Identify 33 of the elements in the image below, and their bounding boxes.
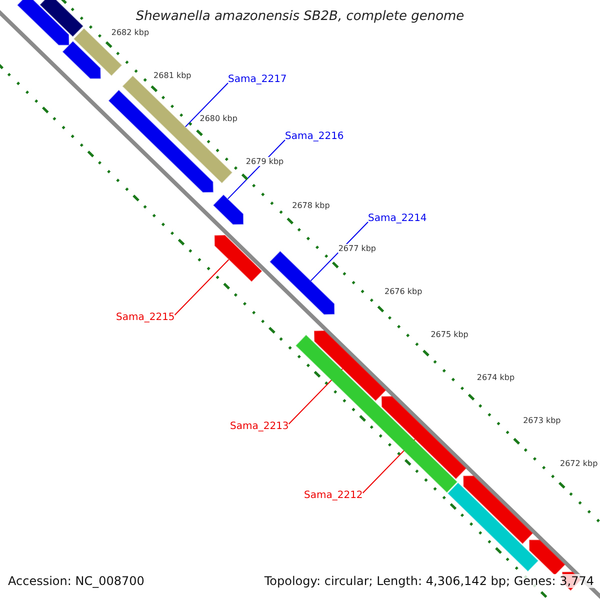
- gene-label: Sama_2216: [285, 131, 344, 142]
- gene-label: Sama_2215: [116, 312, 175, 323]
- gene-feature: [270, 251, 335, 315]
- scale-label: 2682 kbp: [111, 28, 150, 37]
- scale-label: 2676 kbp: [384, 286, 422, 296]
- feature-bar: [448, 482, 538, 572]
- gene-feature: [381, 396, 466, 480]
- scale-label: 2681 kbp: [154, 71, 192, 80]
- gene-label: Sama_2217: [228, 74, 287, 85]
- gene-feature: [314, 330, 386, 401]
- feature-bar: [40, 0, 84, 37]
- gene-label: Sama_2212: [304, 490, 363, 501]
- leader-line: [227, 140, 286, 200]
- gene-feature: [214, 235, 262, 282]
- gene-feature: [17, 0, 70, 46]
- scale-label: 2677 kbp: [338, 244, 376, 253]
- accession-label: Accession: NC_008700: [6, 574, 146, 588]
- gene-label: Sama_2214: [368, 213, 427, 224]
- genome-info-label: Topology: circular; Length: 4,306,142 bp; Genes: 3,774: [262, 574, 596, 588]
- gene-feature: [463, 476, 533, 544]
- gene-label: Sama_2213: [230, 421, 289, 432]
- gene-feature: [62, 41, 101, 79]
- map-title: Shewanella amazonensis SB2B, complete genome: [134, 9, 466, 24]
- scale-label: 2674 kbp: [476, 373, 515, 382]
- scale-label: 2675 kbp: [430, 330, 468, 339]
- scale-label: 2680 kbp: [200, 114, 238, 124]
- scale-label: 2678 kbp: [292, 200, 330, 210]
- scale-label: 2679 kbp: [246, 157, 284, 166]
- gene-feature: [213, 194, 244, 225]
- scale-label: 2672 kbp: [560, 459, 598, 468]
- leader-line: [174, 259, 230, 316]
- scale-label: 2673 kbp: [523, 416, 561, 426]
- leader-line: [184, 82, 228, 128]
